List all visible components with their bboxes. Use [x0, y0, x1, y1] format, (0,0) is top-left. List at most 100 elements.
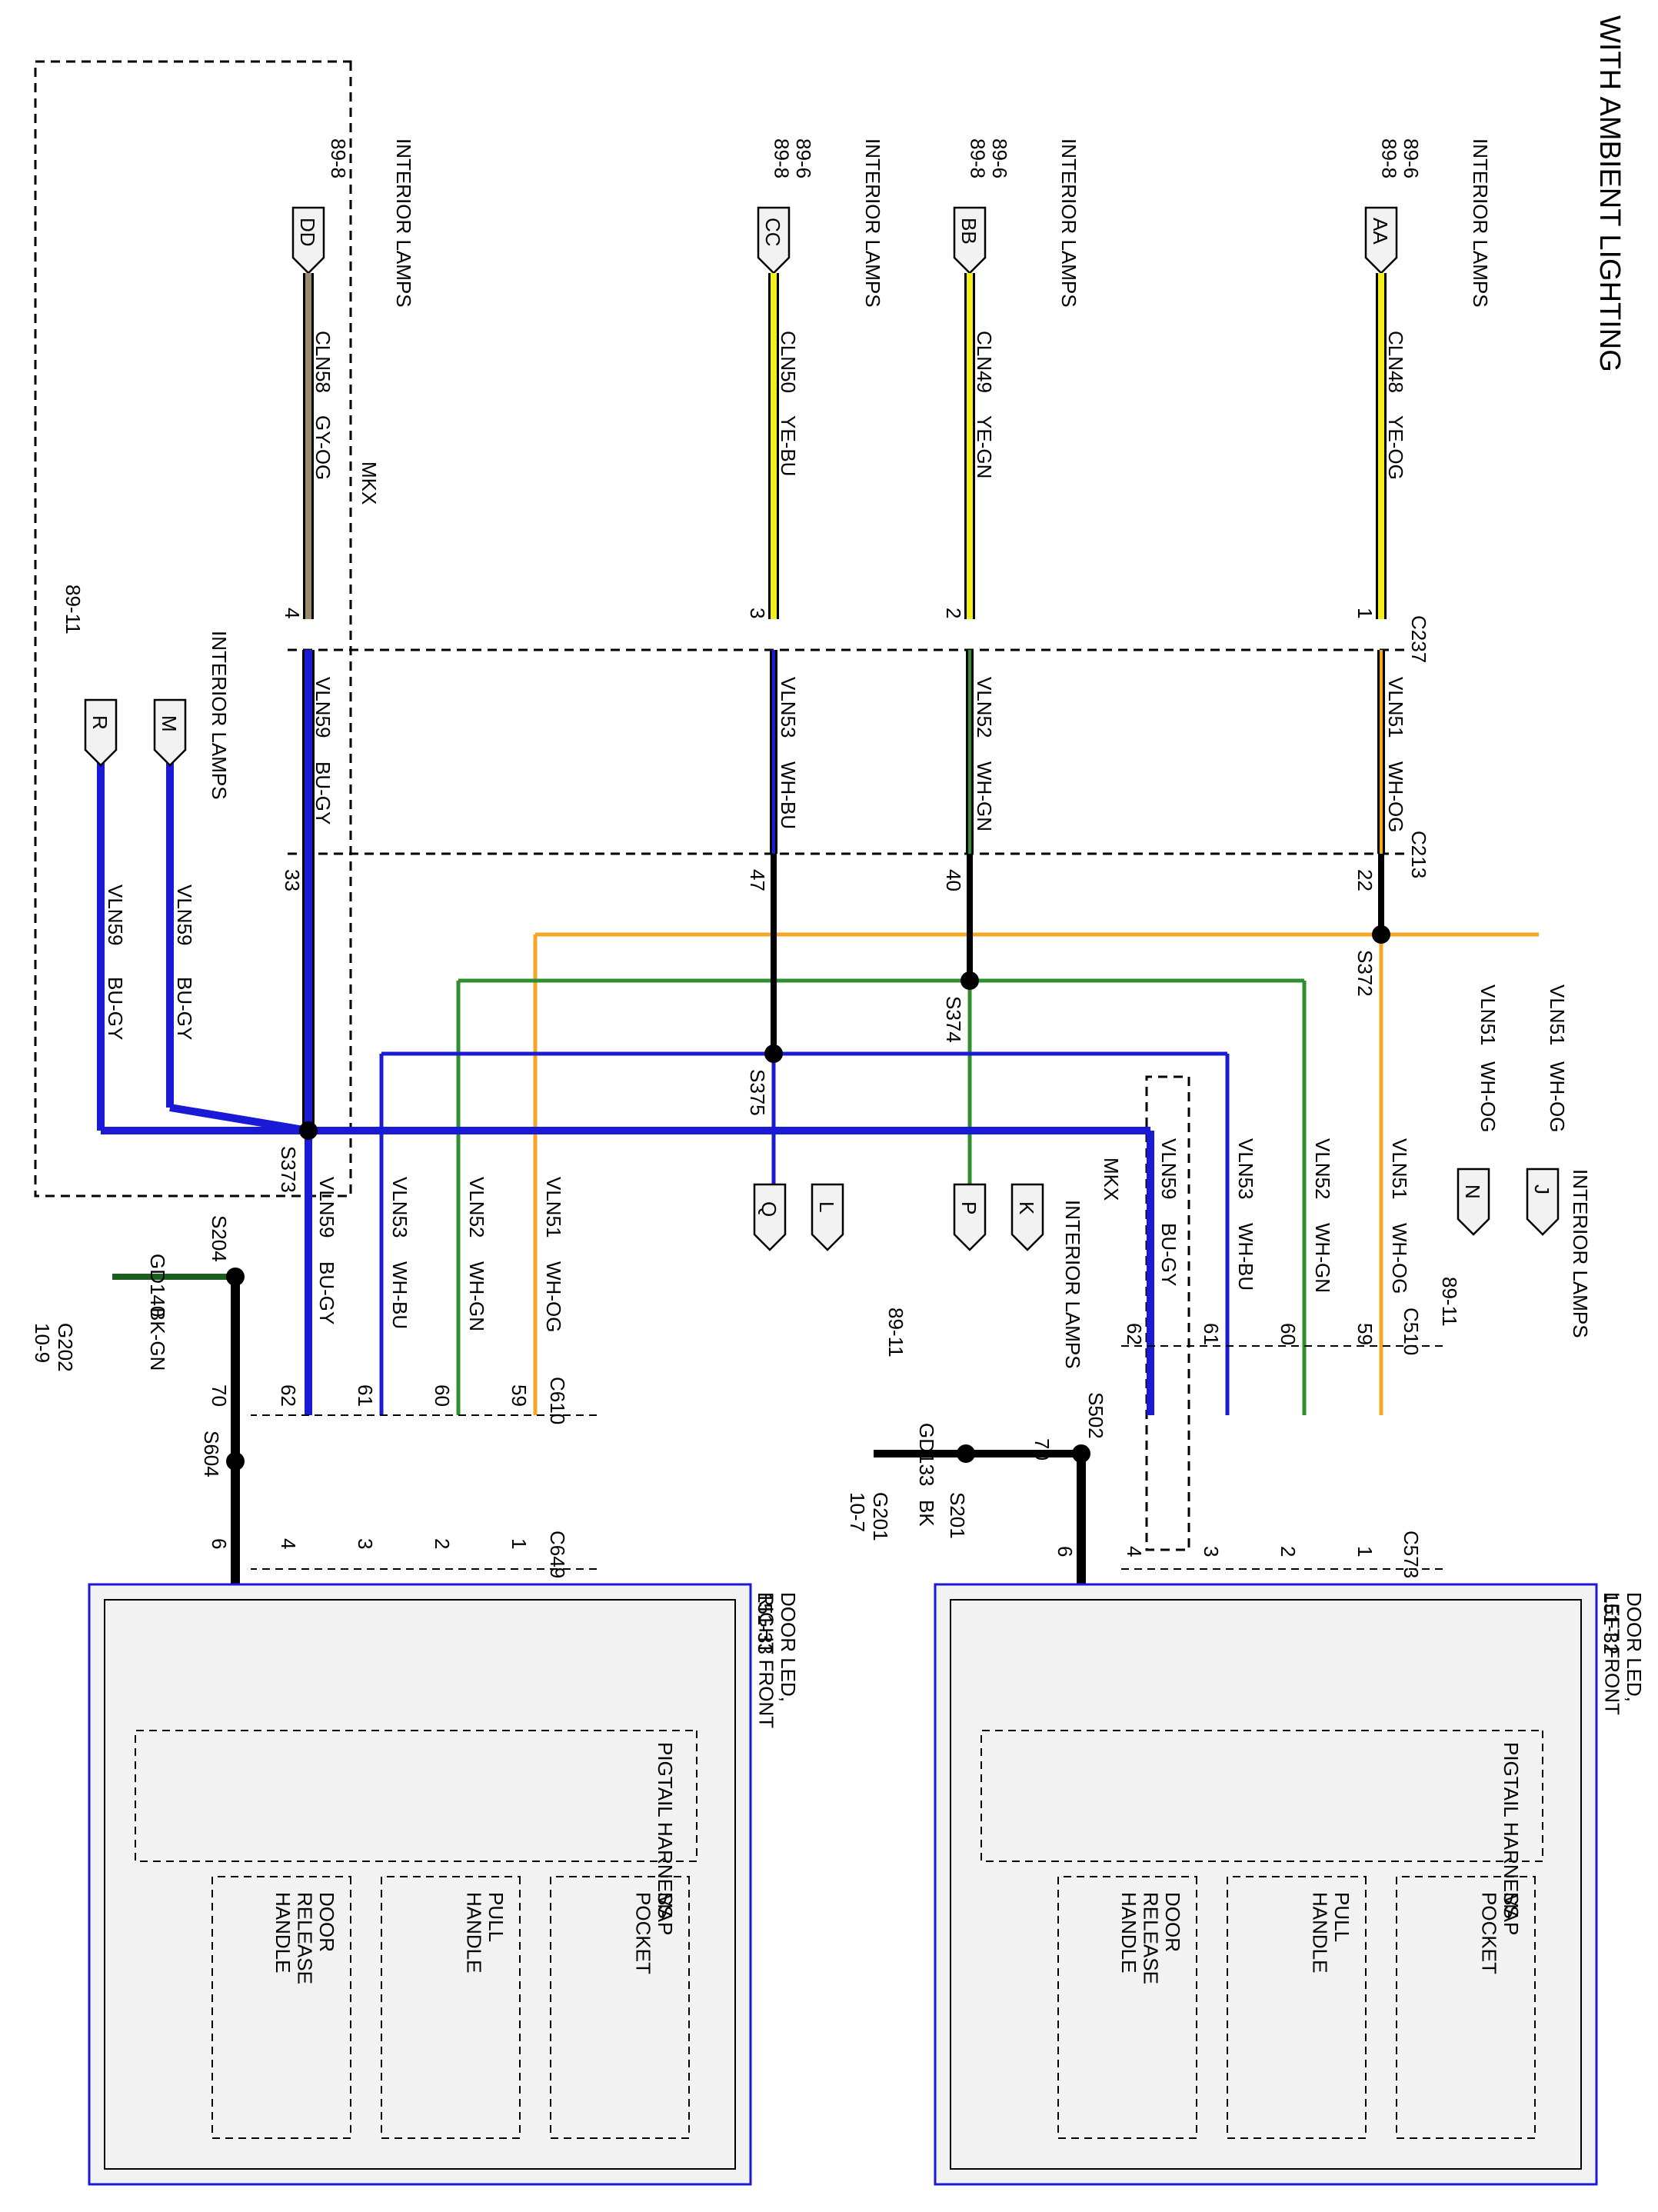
svg-text:G201: G201: [869, 1492, 892, 1541]
splice-nodes: S372 S374 S375 S373: [277, 925, 1390, 1193]
diagram-title: WITH AMBIENT LIGHTING: [1593, 15, 1626, 372]
svg-text:WH-OG: WH-OG: [1388, 1223, 1411, 1294]
svg-text:GD140: GD140: [146, 1254, 169, 1317]
svg-text:WH-BU: WH-BU: [777, 761, 800, 829]
svg-text:33: 33: [281, 869, 304, 891]
svg-text:VLN51: VLN51: [1546, 984, 1569, 1046]
mkx-module-boundary-top: [34, 60, 352, 1198]
svg-text:4: 4: [1123, 1546, 1146, 1557]
svg-text:CLN49: CLN49: [973, 331, 996, 393]
svg-text:PIGTAIL HARNESS: PIGTAIL HARNESS: [654, 1742, 677, 1919]
svg-text:2: 2: [431, 1538, 454, 1549]
svg-text:INTERIOR LAMPS: INTERIOR LAMPS: [1469, 138, 1492, 308]
svg-text:VLN52: VLN52: [465, 1177, 488, 1238]
svg-text:4: 4: [277, 1538, 300, 1549]
svg-text:DOOR LED,LEFT FRONT: DOOR LED,LEFT FRONT: [1600, 1592, 1646, 1715]
svg-text:151-33: 151-33: [754, 1592, 777, 1654]
svg-text:89-689-8: 89-689-8: [1377, 138, 1423, 178]
svg-text:Q: Q: [757, 1201, 781, 1217]
svg-text:BK: BK: [915, 1500, 938, 1527]
svg-text:CLN50: CLN50: [777, 331, 800, 393]
svg-text:WH-BU: WH-BU: [1234, 1223, 1257, 1291]
svg-text:N: N: [1461, 1184, 1484, 1199]
svg-text:70: 70: [1030, 1438, 1054, 1461]
svg-text:BU-GY: BU-GY: [104, 977, 127, 1040]
connector-dd: DD INTERIOR LAMPS 89-8 CLN58 GY-OG 4: [281, 138, 415, 619]
left-front-branch: C510 C573 VLN51 WH-OG VLN52 WH-GN VLN53 …: [846, 1138, 1443, 1592]
svg-text:C649: C649: [546, 1531, 569, 1578]
mid-wires: VLN51 WH-OG VLN52 WH-GN VLN53 WH-BU VLN5…: [281, 650, 1407, 891]
svg-text:VLN59: VLN59: [1157, 1138, 1180, 1200]
svg-text:PIGTAIL HARNESS: PIGTAIL HARNESS: [1500, 1742, 1523, 1919]
svg-text:89-11: 89-11: [884, 1308, 907, 1358]
svg-text:59: 59: [508, 1384, 531, 1407]
svg-text:59: 59: [1353, 1323, 1377, 1345]
right-lamp-connectors: N J INTERIOR LAMPS 89-11 VLN51 WH-OG VLN…: [1438, 984, 1592, 1338]
svg-text:GY-OG: GY-OG: [311, 415, 335, 480]
connector-cc: CC INTERIOR LAMPS 89-689-8 CLN50 YE-BU 3: [746, 138, 884, 619]
svg-text:6: 6: [1054, 1546, 1077, 1557]
svg-text:VLN51: VLN51: [1388, 1138, 1411, 1200]
svg-text:YE-GN: YE-GN: [973, 415, 996, 478]
svg-text:P: P: [957, 1201, 980, 1214]
mkx-module-boundary-bottom: [1145, 1075, 1190, 1551]
right-front-branch: C610 C649 VLN51 WH-OG VLN52 WH-GN VLN53 …: [31, 1177, 597, 1592]
svg-text:CC: CC: [761, 218, 784, 247]
connector-bb: BB INTERIOR LAMPS 89-689-8 CLN49 YE-GN 2: [942, 138, 1080, 619]
svg-text:47: 47: [746, 869, 769, 891]
svg-text:61: 61: [354, 1384, 377, 1407]
svg-text:S374: S374: [942, 996, 965, 1043]
door-led-left-front: DOOR LED,LEFT FRONT 151-32 PIGTAIL HARNE…: [934, 1583, 1646, 2186]
svg-text:WH-GN: WH-GN: [465, 1261, 488, 1331]
svg-text:CLN58: CLN58: [311, 331, 335, 393]
svg-text:L: L: [815, 1201, 838, 1212]
svg-text:YE-BU: YE-BU: [777, 415, 800, 476]
svg-text:WH-BU: WH-BU: [388, 1261, 411, 1329]
svg-text:1: 1: [508, 1538, 531, 1549]
svg-text:2: 2: [942, 608, 965, 618]
svg-text:WH-OG: WH-OG: [1546, 1061, 1569, 1132]
svg-text:VLN52: VLN52: [1311, 1138, 1334, 1200]
svg-text:WH-OG: WH-OG: [542, 1261, 565, 1332]
svg-text:WH-OG: WH-OG: [1384, 761, 1407, 832]
svg-text:VLN59: VLN59: [173, 884, 196, 946]
svg-text:INTERIOR LAMPS: INTERIOR LAMPS: [208, 631, 231, 800]
svg-text:VLN59: VLN59: [104, 884, 127, 946]
svg-text:10-9: 10-9: [31, 1323, 54, 1363]
svg-text:3: 3: [1200, 1546, 1223, 1557]
svg-text:PULLHANDLE: PULLHANDLE: [1308, 1892, 1353, 1973]
svg-text:YE-OG: YE-OG: [1384, 415, 1407, 480]
svg-text:INTERIOR LAMPS: INTERIOR LAMPS: [1569, 1169, 1592, 1338]
connector-aa: AA INTERIOR LAMPS 89-689-8 CLN48 YE-OG 1: [1353, 138, 1492, 619]
top-connectors: AA INTERIOR LAMPS 89-689-8 CLN48 YE-OG 1…: [281, 138, 1492, 619]
svg-text:CLN48: CLN48: [1384, 331, 1407, 393]
svg-text:VLN53: VLN53: [388, 1177, 411, 1238]
svg-text:22: 22: [1353, 869, 1377, 891]
middle-lamp-connectors: Q L P K INTERIOR LAMPS 89-11: [753, 1183, 1084, 1369]
svg-text:VLN53: VLN53: [777, 677, 800, 738]
svg-text:BB: BB: [957, 218, 980, 245]
svg-text:89-689-8: 89-689-8: [966, 138, 1011, 178]
svg-text:C510: C510: [1400, 1308, 1423, 1355]
svg-text:VLN59: VLN59: [315, 1177, 338, 1238]
svg-text:1: 1: [1353, 1546, 1377, 1557]
splice-s372: [1372, 925, 1390, 944]
svg-text:VLN59: VLN59: [311, 677, 335, 738]
svg-text:K: K: [1015, 1201, 1038, 1215]
svg-text:1: 1: [1353, 608, 1377, 618]
svg-text:89-8: 89-8: [327, 138, 350, 178]
svg-text:R: R: [88, 715, 112, 730]
svg-text:62: 62: [1123, 1323, 1146, 1345]
svg-text:S204: S204: [208, 1215, 231, 1262]
svg-text:BU-GY: BU-GY: [173, 977, 196, 1040]
svg-text:DD: DD: [296, 218, 319, 247]
svg-text:J: J: [1530, 1184, 1553, 1194]
svg-text:VLN53: VLN53: [1234, 1138, 1257, 1200]
svg-text:WH-GN: WH-GN: [973, 761, 996, 831]
svg-text:6: 6: [208, 1538, 231, 1549]
svg-text:VLN51: VLN51: [542, 1177, 565, 1238]
svg-text:2: 2: [1277, 1546, 1300, 1557]
svg-text:VLN51: VLN51: [1477, 984, 1500, 1046]
svg-text:M: M: [158, 715, 181, 732]
